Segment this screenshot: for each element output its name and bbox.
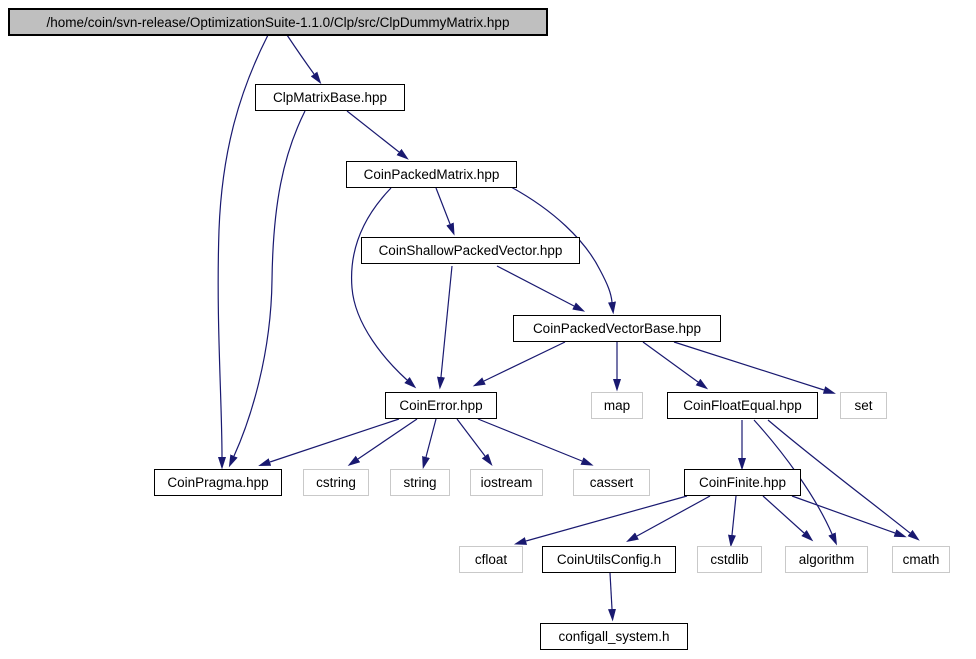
node-root: /home/coin/svn-release/OptimizationSuite…	[8, 8, 548, 36]
edge-root-coinpragma	[217, 34, 269, 470]
edge-coinfinite-coinutilsconfig	[626, 495, 711, 543]
edge-root-clpmatrixbase	[286, 34, 322, 85]
node-cfloat: cfloat	[459, 546, 523, 573]
edge-coinfinite-cmath	[791, 495, 907, 538]
edge-coinpackedmatrix-coinpackedvectorbase	[510, 186, 616, 315]
edge-coinfloatequal-cmath	[767, 419, 920, 541]
node-cassert: cassert	[573, 469, 650, 496]
node-cstdlib: cstdlib	[697, 546, 762, 573]
edge-coinerror-string	[422, 418, 437, 470]
node-coinfinite[interactable]: CoinFinite.hpp	[684, 469, 801, 496]
node-coinpackedvectorbase[interactable]: CoinPackedVectorBase.hpp	[513, 315, 721, 342]
edge-clpmatrixbase-coinpragma	[228, 110, 306, 468]
edge-coinpackedmatrix-coinshallowpackedvector	[435, 187, 455, 236]
node-coinpackedmatrix[interactable]: CoinPackedMatrix.hpp	[346, 161, 517, 188]
node-coinerror[interactable]: CoinError.hpp	[385, 392, 497, 419]
edge-coinshallowpackedvector-coinpackedvectorbase	[496, 265, 586, 312]
node-coinpragma[interactable]: CoinPragma.hpp	[154, 469, 282, 496]
node-configallsystem[interactable]: configall_system.h	[540, 623, 688, 650]
edge-coinfinite-algorithm	[762, 495, 814, 542]
edge-coinfinite-cstdlib	[728, 495, 737, 548]
node-set: set	[840, 392, 887, 419]
edge-coinutilsconfig-configallsystem	[608, 572, 616, 622]
edge-coinshallowpackedvector-coinerror	[437, 265, 453, 390]
node-string: string	[390, 469, 450, 496]
edge-coinpackedvectorbase-coinfloatequal	[642, 341, 709, 390]
edge-coinerror-cassert	[477, 418, 594, 466]
edge-coinpackedvectorbase-coinerror	[472, 341, 566, 387]
node-algorithm: algorithm	[785, 546, 868, 573]
node-cstring: cstring	[303, 469, 369, 496]
edge-coinerror-cstring	[347, 418, 418, 467]
edge-clpmatrixbase-coinpackedmatrix	[346, 110, 409, 160]
edge-coinerror-iostream	[456, 418, 493, 466]
node-map: map	[591, 392, 643, 419]
node-cmath: cmath	[892, 546, 950, 573]
node-coinshallowpackedvector[interactable]: CoinShallowPackedVector.hpp	[361, 237, 580, 264]
node-coinutilsconfig[interactable]: CoinUtilsConfig.h	[542, 546, 676, 573]
node-coinfloatequal[interactable]: CoinFloatEqual.hpp	[667, 392, 818, 419]
edge-coinerror-coinpragma	[258, 418, 400, 466]
edge-coinpackedvectorbase-set	[673, 341, 836, 394]
edge-coinfinite-cfloat	[513, 495, 688, 545]
edge-coinpackedmatrix-coinerror	[350, 187, 417, 389]
node-clpmatrixbase[interactable]: ClpMatrixBase.hpp	[255, 84, 405, 111]
node-iostream: iostream	[470, 469, 543, 496]
